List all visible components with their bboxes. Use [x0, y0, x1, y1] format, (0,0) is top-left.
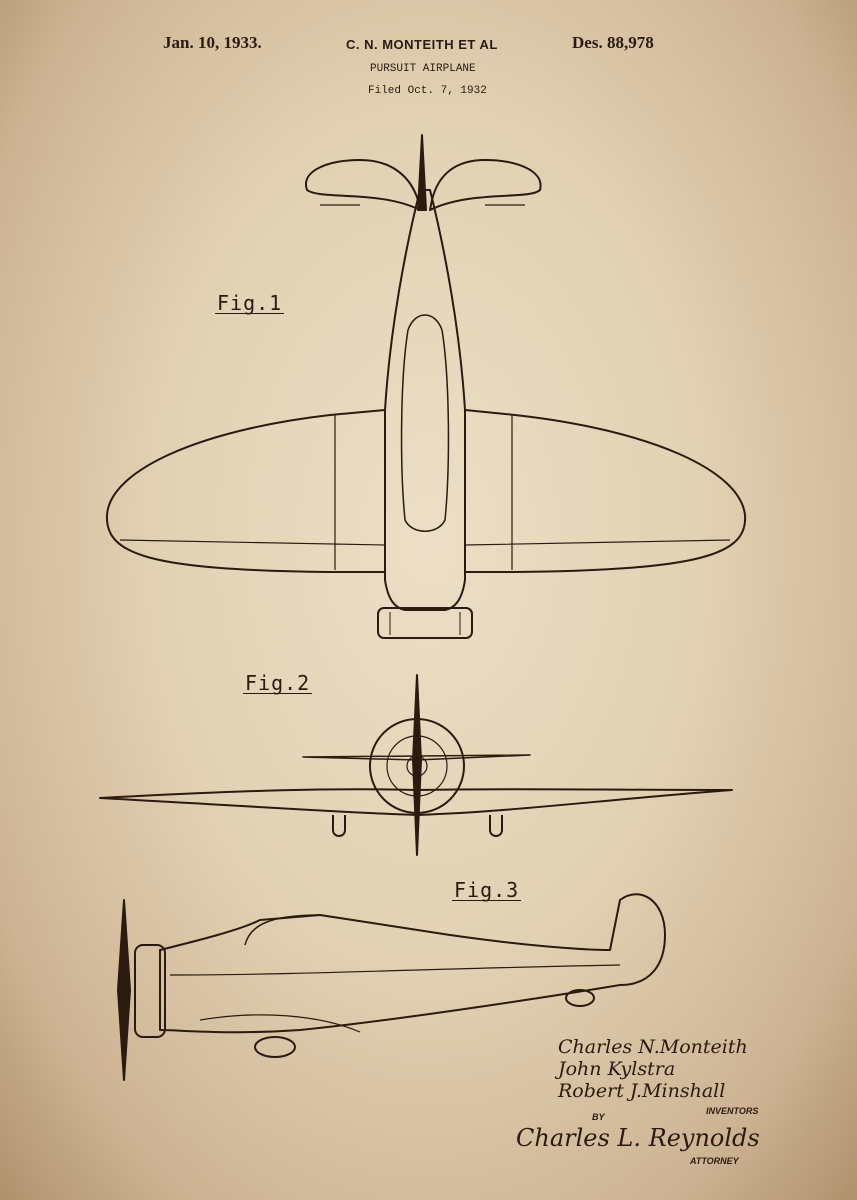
- inventor-name: John Kylstra: [558, 1058, 676, 1080]
- fig3-side-view: [117, 893, 666, 1081]
- wing: [105, 409, 747, 573]
- tail-wheel: [565, 989, 595, 1007]
- filed-date: Filed Oct. 7, 1932: [368, 85, 487, 97]
- inventor-heading: C. N. MONTEITH ET AL: [346, 37, 498, 52]
- patent-title: PURSUIT AIRPLANE: [370, 63, 476, 75]
- figure-label: Fig.1: [215, 291, 285, 315]
- cowling: [134, 944, 166, 1038]
- propeller: [412, 674, 422, 856]
- tail-fin: [417, 134, 427, 211]
- inventor-name: Robert J.Minshall: [558, 1080, 726, 1102]
- fuselage: [159, 893, 666, 1034]
- figure-label: Fig.2: [243, 671, 313, 695]
- wing: [99, 788, 733, 816]
- inventor-name: Charles N.Monteith: [558, 1036, 748, 1058]
- attorney-label: ATTORNEY: [690, 1156, 739, 1166]
- wing-detail: [119, 415, 731, 570]
- design-number: Des. 88,978: [572, 33, 654, 52]
- fuselage-detail: [169, 964, 621, 1033]
- fig1-top-view: [105, 134, 747, 639]
- cowling: [377, 607, 473, 639]
- canopy: [400, 314, 450, 532]
- wheel: [254, 1036, 296, 1058]
- cowling-detail: [389, 612, 461, 635]
- propeller: [117, 899, 131, 1081]
- patent-date: Jan. 10, 1933.: [163, 33, 262, 52]
- fig2-front-view: [99, 674, 733, 856]
- tailplane: [304, 159, 542, 211]
- figure-label: Fig.3: [452, 878, 522, 902]
- landing-gear: [332, 815, 503, 837]
- inventors-label: INVENTORS: [706, 1106, 759, 1116]
- by-label: BY: [592, 1112, 605, 1122]
- fuselage: [384, 189, 466, 611]
- canopy: [244, 914, 451, 946]
- attorney-signature: Charles L. Reynolds: [516, 1124, 760, 1152]
